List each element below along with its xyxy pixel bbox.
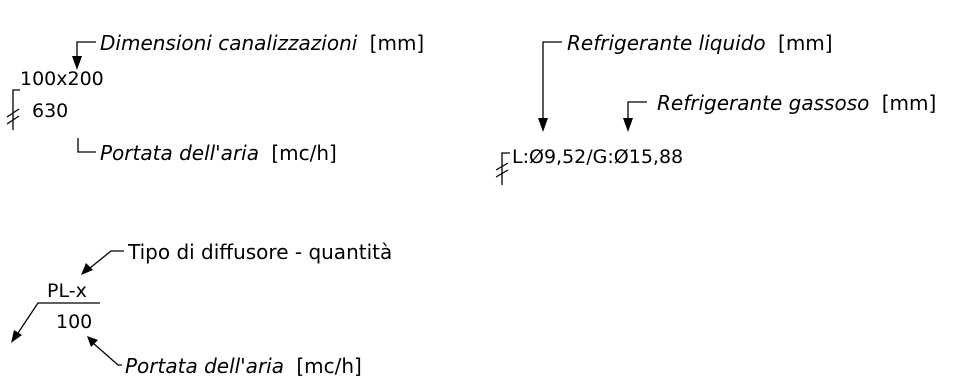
refrigerant-liquid-label: Refrigerante liquido xyxy=(567,31,766,55)
refrigerant-tag-group: L:Ø9,52/G:Ø15,88 Refrigerante liquido [m… xyxy=(495,31,936,185)
duct-size-label-line: Dimensioni canalizzazioni [mm] xyxy=(100,31,424,55)
diffuser-flow-label: Portata dell'aria xyxy=(125,354,284,378)
refrigerant-liquid-arrowhead xyxy=(538,118,548,132)
duct-tag-group: 100x200 630 Dimensioni canalizzazioni [m… xyxy=(6,31,424,165)
duct-size-arrowhead xyxy=(72,56,82,70)
duct-flow-label-line: Portata dell'aria [mc/h] xyxy=(100,141,337,165)
duct-flow-unit: [mc/h] xyxy=(271,141,337,165)
diffuser-pointer-line xyxy=(17,302,45,334)
refrigerant-liquid-unit: [mm] xyxy=(778,31,833,55)
duct-size-value: 100x200 xyxy=(20,68,104,90)
refrigerant-gas-leader xyxy=(627,101,647,122)
diffuser-flow-leader xyxy=(92,342,122,366)
duct-tag-tick xyxy=(6,98,20,130)
diffuser-tag-group: PL-x 100 Tipo di diffusore - quantità Po… xyxy=(11,240,392,378)
diffuser-flow-label-line: Portata dell'aria [mc/h] xyxy=(125,354,362,378)
duct-flow-label: Portata dell'aria xyxy=(100,141,259,165)
refrigerant-liquid-label-line: Refrigerante liquido [mm] xyxy=(567,31,833,55)
duct-size-label: Dimensioni canalizzazioni xyxy=(100,31,358,55)
diffuser-pointer-arrowhead xyxy=(11,330,22,343)
diffuser-type-arrowhead xyxy=(81,263,93,275)
diffuser-flow-arrowhead xyxy=(87,336,98,347)
diffuser-type-leader xyxy=(89,250,124,269)
duct-tag-bracket xyxy=(12,89,20,98)
refrigerant-gas-label: Refrigerante gassoso xyxy=(657,91,869,115)
diffuser-flow-unit: [mc/h] xyxy=(296,354,362,378)
duct-size-leader xyxy=(76,41,96,60)
refrigerant-tag-tick xyxy=(495,160,509,185)
refrigerant-tag-bracket xyxy=(501,152,510,160)
refrigerant-liquid-leader xyxy=(542,41,562,122)
diffuser-type-label: Tipo di diffusore - quantità xyxy=(127,240,392,264)
duct-flow-leader xyxy=(77,138,96,153)
diffuser-type-value: PL-x xyxy=(47,280,87,302)
refrigerant-gas-unit: [mm] xyxy=(882,91,937,115)
duct-flow-value: 630 xyxy=(32,100,68,122)
diffuser-flow-value: 100 xyxy=(56,311,92,333)
refrigerant-gas-label-line: Refrigerante gassoso [mm] xyxy=(657,91,936,115)
refrigerant-value: L:Ø9,52/G:Ø15,88 xyxy=(512,146,683,168)
refrigerant-gas-arrowhead xyxy=(623,118,633,132)
duct-size-unit: [mm] xyxy=(370,31,425,55)
